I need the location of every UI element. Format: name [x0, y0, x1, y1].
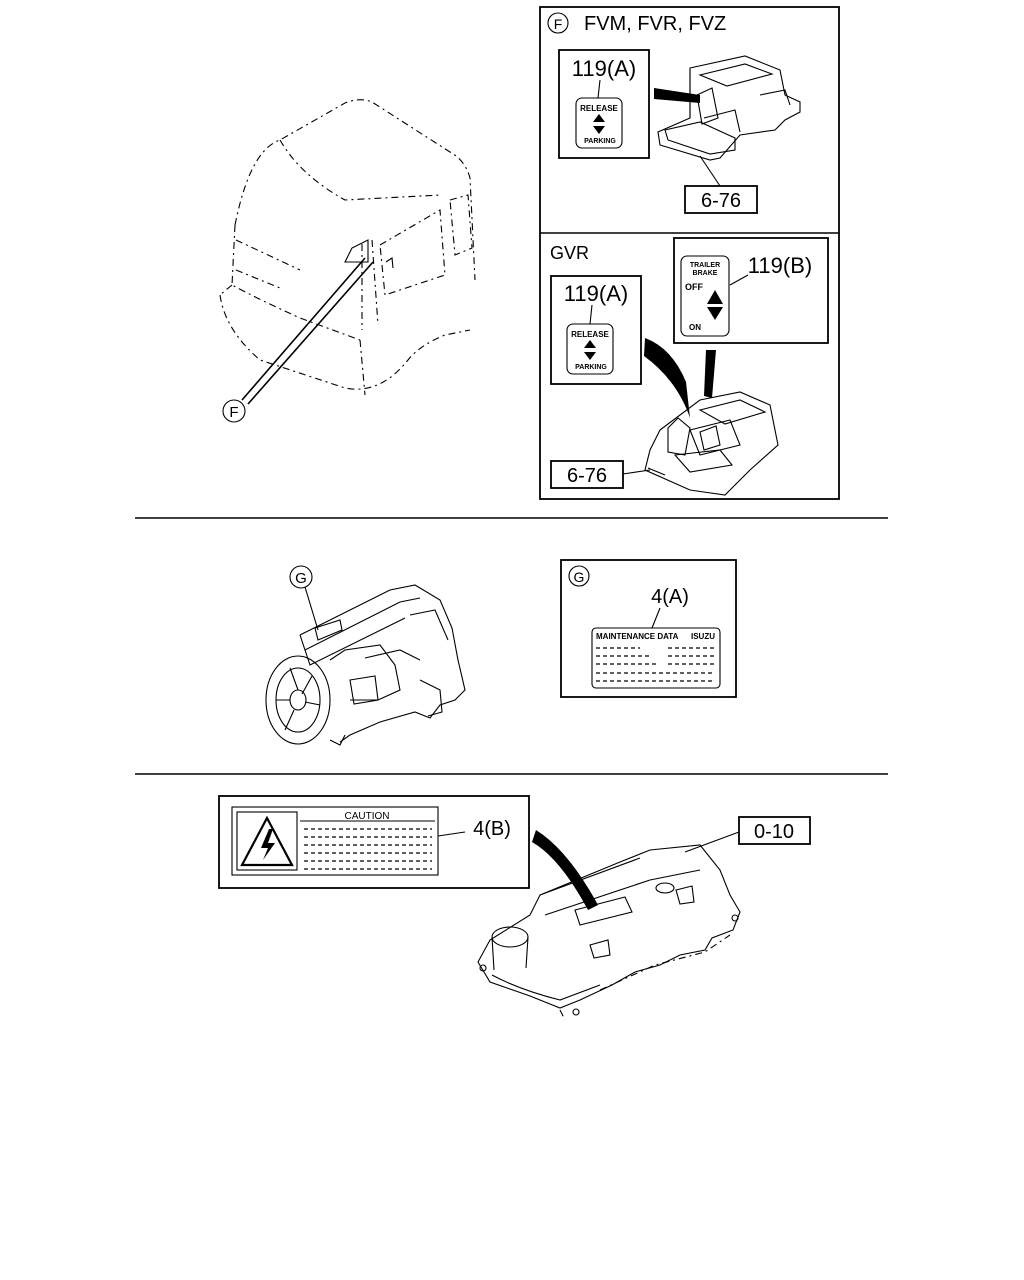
label-119b-leader: [729, 274, 749, 286]
console-drawing-f: [657, 55, 801, 161]
engine-callout-g: G: [289, 565, 313, 589]
console-drawing-gvr: [644, 391, 779, 496]
callout-g-circle: [568, 565, 590, 587]
isuzu-text: ISUZU: [691, 632, 715, 641]
label-119a-box-top: [558, 49, 650, 159]
part-119a-gvr: 119(A): [564, 281, 628, 306]
ref-box-f: [684, 185, 758, 214]
parking-text-top: PARKING: [584, 138, 616, 145]
callout-f-circle: [547, 12, 569, 34]
rocker-cover-drawing: [477, 844, 741, 1021]
label-4a-leader: [651, 607, 661, 629]
pointer-wedge-gvr-a: [644, 338, 690, 418]
engine-callout-leader: [304, 586, 319, 631]
label-4b-box: [218, 795, 530, 889]
callout-f-letter: F: [554, 16, 563, 32]
caution-text-lines: [304, 828, 432, 870]
ref-leader-gvr: [622, 469, 651, 475]
electric-hazard-icon: [240, 815, 294, 867]
gvr-title: GVR: [550, 243, 589, 263]
caution-text: CAUTION: [345, 811, 390, 822]
up-down-arrow-icon-trailer: [707, 290, 723, 320]
part-119b: 119(B): [748, 253, 812, 278]
maintenance-data-plate: [591, 627, 721, 689]
release-text-gvr: RELEASE: [571, 330, 609, 339]
label-4b-leader: [437, 831, 466, 837]
off-text: OFF: [685, 282, 703, 292]
engine-callout-label: G: [295, 570, 307, 587]
warning-icon-frame: [236, 811, 298, 871]
ref-0-10: 0-10: [754, 821, 794, 843]
truck-cab-drawing: [219, 99, 476, 396]
cab-callout-f: F: [222, 399, 246, 423]
lightning-bolt-icon: [261, 829, 275, 860]
label-119a-top-leader: [597, 79, 601, 99]
pointer-wedge-caution: [532, 830, 598, 910]
cab-leader-line-2: [247, 261, 374, 405]
up-down-arrow-icon-gvr: [584, 340, 596, 360]
parking-text-gvr: PARKING: [575, 364, 607, 371]
label-119a-gvr-leader: [589, 304, 593, 325]
ref-6-76-gvr: 6-76: [567, 465, 607, 487]
callout-g-letter: G: [574, 569, 585, 585]
cab-callout-label: F: [229, 404, 238, 421]
pointer-wedge-f: [654, 88, 700, 103]
part-4b: 4(B): [473, 818, 511, 840]
ref-6-76-f: 6-76: [701, 190, 741, 212]
release-text-top: RELEASE: [580, 104, 618, 113]
caution-plate: [231, 806, 439, 876]
panel-f-title: FVM, FVR, FVZ: [584, 13, 726, 35]
maintenance-data-lines: [596, 647, 714, 682]
maintenance-data-text: MAINTENANCE DATA: [596, 632, 679, 641]
panel-f-header: F FVM, FVR, FVZ: [547, 12, 726, 35]
brake-text: BRAKE: [693, 270, 718, 277]
trailer-text: TRAILER: [690, 262, 720, 269]
up-down-arrow-icon: [593, 114, 605, 134]
cab-leader-line-1: [241, 257, 366, 401]
ref-leader-f: [699, 155, 721, 187]
trailer-brake-plate: [680, 255, 730, 337]
pointer-wedge-gvr-b: [704, 350, 716, 398]
engine-drawing: [265, 584, 466, 746]
release-parking-plate-top: [575, 97, 623, 149]
on-text: ON: [689, 323, 701, 332]
part-4a: 4(A): [651, 586, 689, 608]
part-119a-top: 119(A): [572, 56, 636, 81]
label-119a-box-gvr: [550, 275, 642, 385]
ref-box-0-10: [738, 816, 811, 845]
ref-box-gvr: [550, 460, 624, 489]
release-parking-plate-gvr: [566, 323, 614, 375]
ref-0-10-leader: [684, 831, 740, 853]
